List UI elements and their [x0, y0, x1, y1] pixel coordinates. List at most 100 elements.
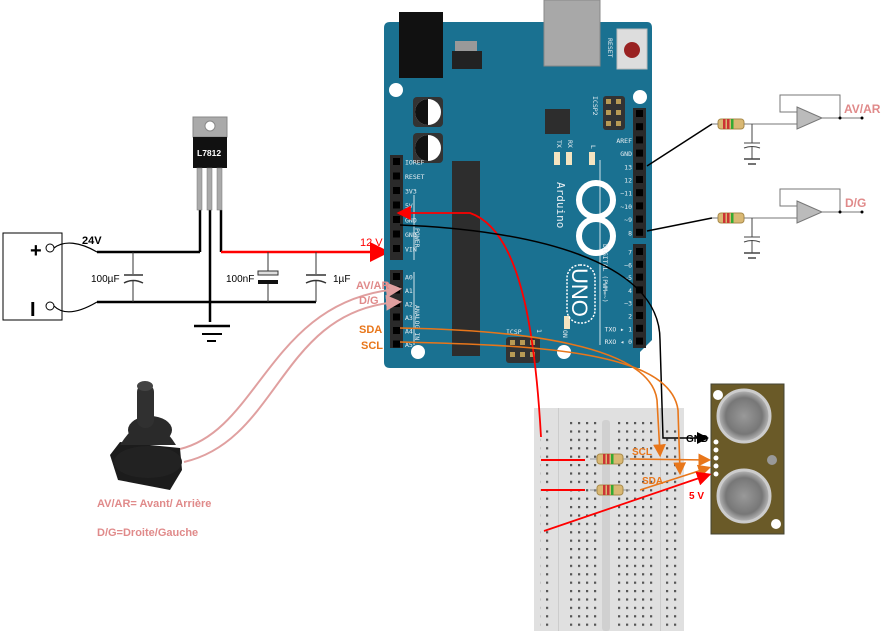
power-pin-label: 3V3 — [405, 188, 417, 196]
minus-terminal-label: I — [30, 299, 36, 321]
wire-av-ar — [179, 282, 402, 450]
icsp-pin1-label: 1 — [535, 329, 543, 333]
power-pin[interactable] — [393, 230, 400, 238]
power-pin[interactable] — [393, 245, 400, 252]
regulator-part-label: L7812 — [197, 148, 221, 158]
digital-pin[interactable] — [636, 312, 643, 319]
led-tx-label: TX — [555, 140, 563, 148]
power-pin-label: RESET — [405, 173, 425, 181]
wire-sda-sensor — [639, 464, 712, 491]
digital-pin[interactable] — [636, 149, 643, 157]
ultrasonic-sensor — [710, 383, 785, 535]
digital-pin[interactable] — [636, 123, 643, 131]
power-pin[interactable] — [393, 158, 400, 165]
digital-pin[interactable] — [636, 248, 643, 255]
digital-pin[interactable] — [636, 202, 643, 210]
digital-pin-label: RXO ◂ 0 — [605, 338, 632, 346]
digital-pin-label: AREF — [616, 137, 632, 145]
analog-pin[interactable] — [393, 340, 400, 348]
arduino-model: UNO — [567, 268, 592, 317]
power-pin[interactable] — [393, 201, 400, 209]
filter-av-ar — [646, 94, 864, 167]
wire-5v-sensor — [543, 471, 712, 532]
capacitor-100uf-label: 100µF — [91, 274, 120, 285]
digital-pin[interactable] — [636, 228, 643, 236]
power-pin[interactable] — [393, 216, 400, 223]
sensor-scl-label: SCL — [632, 447, 652, 458]
filter-av-ar-output-label: AV/AR — [844, 102, 881, 116]
plus-terminal-label: + — [30, 240, 42, 262]
capacitor-1uf — [305, 252, 327, 302]
vin-voltage-label: 12 V — [360, 237, 383, 249]
icsp2-label: ICSP2 — [591, 96, 599, 116]
wire-sda-arduino — [399, 327, 666, 458]
analog-pin[interactable] — [393, 327, 400, 334]
digital-pin[interactable] — [636, 162, 643, 170]
analog-pin[interactable] — [393, 300, 400, 307]
digital-pin[interactable] — [636, 273, 643, 281]
capacitor-100nf-label: 100nF — [226, 274, 254, 285]
usb-port — [543, 0, 601, 67]
digital-pin-label: ~6 — [624, 261, 632, 269]
d-g-signal-label: D/G — [359, 295, 379, 307]
filter-d-g — [646, 188, 864, 259]
sensor-transducer-bottom — [716, 468, 772, 524]
digital-pin-label: TXO ▸ 1 — [605, 325, 632, 333]
scl-signal-label: SCL — [361, 340, 383, 352]
digital-header-title: DIGITAL (PWM=~) — [601, 244, 609, 303]
power-pin[interactable] — [393, 187, 400, 194]
digital-pin[interactable] — [636, 337, 643, 345]
joystick-stick — [137, 384, 154, 428]
filter-d-g-output-label: D/G — [845, 196, 866, 210]
digital-pin-label: ~9 — [624, 216, 632, 224]
digital-pin-label: 2 — [628, 313, 632, 321]
wire-5v-arduino — [396, 205, 542, 438]
analog-header — [390, 270, 403, 348]
legend-av-ar: AV/AR= Avant/ Arrière — [97, 498, 211, 510]
reset-button-cap[interactable] — [624, 42, 640, 58]
microcontroller-chip — [452, 161, 480, 356]
analog-pin[interactable] — [393, 273, 400, 280]
icsp-label: ICSP — [506, 328, 522, 336]
digital-pin[interactable] — [636, 176, 643, 183]
digital-pin[interactable] — [636, 324, 643, 332]
power-pin-label: 5V — [405, 202, 413, 210]
digital-pin-label: 13 — [624, 163, 632, 171]
power-pin-label: VIN — [405, 246, 417, 254]
wire-gnd — [399, 224, 709, 444]
analog-pin-label: A4 — [405, 328, 413, 336]
reset-label: RESET — [606, 38, 614, 58]
led-l-label: L — [589, 145, 597, 149]
sensor-gnd-label: GND — [686, 434, 708, 445]
digital-pin-label: ~11 — [620, 190, 632, 198]
digital-pin[interactable] — [636, 299, 643, 307]
arduino-board — [384, 0, 652, 368]
dc-jack — [399, 12, 443, 78]
digital-pin-label: 4 — [628, 287, 632, 295]
digital-pin[interactable] — [636, 260, 643, 268]
arduino-logo — [576, 180, 616, 256]
digital-pin-label: ~5 — [624, 274, 632, 282]
digital-pin[interactable] — [636, 215, 643, 223]
plus-terminal[interactable] — [45, 243, 55, 253]
capacitor-100nf — [257, 252, 279, 302]
opamp-av-ar — [796, 106, 824, 130]
analog-pin-label: A5 — [405, 341, 413, 349]
power-pin-label: IOREF — [405, 159, 425, 167]
minus-terminal[interactable] — [45, 301, 55, 311]
analog-pin[interactable] — [393, 313, 400, 321]
power-pin[interactable] — [393, 172, 400, 180]
digital-pin-label: GND — [620, 150, 632, 158]
pullup-resistor-sda — [590, 484, 630, 496]
arduino-brand: Arduino — [554, 182, 567, 228]
joystick — [110, 381, 182, 490]
digital-pin[interactable] — [636, 189, 643, 197]
capacitor-100uf — [123, 252, 144, 302]
digital-pin[interactable] — [636, 110, 643, 117]
digital-pin-label: 7 — [628, 249, 632, 257]
digital-pin[interactable] — [636, 136, 643, 144]
pullup-resistor-scl — [590, 453, 630, 465]
analog-pin-label: A1 — [405, 287, 413, 295]
